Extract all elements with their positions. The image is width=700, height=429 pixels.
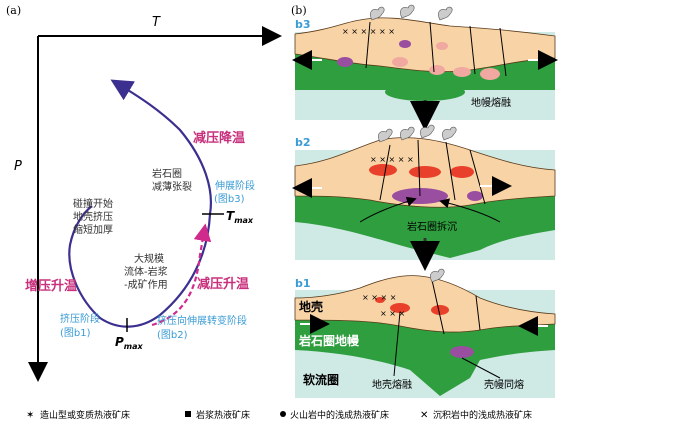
section-b1: × × × × × × × b1 地壳 岩石圈地幔 软流圈 地壳熔融 壳幔同熔 — [294, 268, 556, 398]
panel-a-label: (a) — [6, 4, 21, 17]
b3-plumes — [370, 4, 453, 21]
b2-melt-red-1 — [369, 164, 397, 176]
b2-fault-4 — [469, 149, 486, 205]
b1-tag: b1 — [295, 277, 311, 290]
b2-fault-2 — [417, 139, 421, 197]
fluid-arrow — [151, 223, 212, 327]
label-increase: 增压升温 — [25, 278, 77, 294]
compression-stage-1: 挤压阶段 — [60, 312, 100, 325]
b3-fault-1 — [365, 21, 371, 69]
t-axis-label: T — [152, 15, 161, 30]
b3-fault-3 — [469, 25, 476, 75]
section-b3: × × × × × × b3 地幔熔融 — [292, 4, 558, 131]
collision-line1: 碰撞开始 — [73, 197, 113, 210]
b1-asthenosphere-label: 软流圈 — [303, 372, 339, 387]
fluid-line2: 流体-岩浆 — [124, 265, 168, 278]
fluid-line3: -成矿作用 — [124, 278, 168, 291]
b1-mantle — [295, 320, 555, 396]
label-decomp-cool: 减压降温 — [193, 130, 245, 146]
pt-path-lower — [68, 205, 212, 328]
legend-symbol-3 — [280, 411, 286, 417]
legend-symbol-2 — [185, 411, 191, 417]
p-axis-label: P — [14, 159, 22, 174]
b2-delamination: 岩石圈拆沉 — [407, 220, 457, 233]
legend-item-1: 造山型或变质热液矿床 — [40, 409, 130, 421]
pt-path — [110, 79, 212, 215]
b3-melt-3 — [429, 65, 445, 75]
pmax-label: Pmax — [115, 335, 144, 351]
legend-symbol-4: ✕ — [420, 410, 428, 421]
panel-a: (a) T P 碰撞开始 地壳挤压 缩短加厚 增压升温 挤压阶段 (图b1) P… — [6, 4, 282, 382]
panel-b: (b) × × × × × × — [291, 4, 558, 398]
b2-crosses: × × × × × — [370, 155, 414, 164]
collision-line2: 地壳挤压 — [73, 210, 113, 223]
b3-fault-4 — [499, 27, 507, 77]
fluid-line1: 大规模 — [134, 252, 164, 265]
lithosphere-line2: 减薄张裂 — [152, 180, 192, 193]
section-b2: × × × × × b2 岩石圈拆沉 — [292, 124, 556, 271]
b3-melt-5 — [480, 68, 500, 80]
b2-melt-red-2 — [409, 166, 441, 178]
b2-flow-right — [439, 198, 501, 223]
b2-melt-red-3 — [450, 166, 474, 178]
b1-crust — [294, 275, 556, 333]
b1-melt-red-1 — [390, 303, 410, 313]
legend-item-2: 岩浆热液矿床 — [196, 409, 250, 421]
legend: ✶ 造山型或变质热液矿床 岩浆热液矿床 火山岩中的浅成热液矿床 ✕ 沉积岩中的浅… — [26, 409, 532, 421]
b1-melt-red-2 — [431, 305, 449, 315]
b3-melt-6 — [399, 40, 411, 48]
b1-fault-1 — [431, 279, 445, 335]
b2-fault-1 — [379, 144, 391, 201]
b1-mantle-melt-pointer — [461, 357, 501, 379]
panel-b-label: (b) — [291, 4, 307, 17]
b1-melt-red-3 — [375, 297, 385, 303]
extension-stage-2: (图b3) — [214, 193, 245, 205]
b1-crust-melt-label: 地壳熔融 — [372, 378, 412, 391]
transition-stage-2: (图b2) — [157, 329, 188, 341]
b3-melt-4 — [453, 67, 471, 77]
b1-crust-label: 地壳 — [299, 299, 323, 314]
legend-item-3: 火山岩中的浅成热液矿床 — [290, 409, 389, 421]
b2-fault-3 — [445, 141, 456, 201]
b1-fault-2 — [475, 295, 481, 331]
legend-symbol-1: ✶ — [26, 410, 34, 421]
b3-crosses: × × × × × × — [342, 27, 395, 36]
extension-stage-1: 伸展阶段 — [215, 179, 255, 192]
b2-plumes — [378, 124, 457, 143]
b1-crust-melt-pointer — [393, 311, 401, 377]
b2-melt-purple-2 — [467, 191, 483, 201]
b3-tag: b3 — [295, 18, 311, 31]
b1-mantle-label: 岩石圈地幔 — [298, 333, 360, 348]
b2-mantle — [295, 190, 555, 258]
b1-melt-purple — [450, 346, 474, 358]
b3-mantle-melt: 地幔熔融 — [471, 96, 511, 109]
b3-fault-2 — [429, 21, 435, 73]
b2-flow-left — [359, 196, 417, 223]
compression-stage-2: (图b1) — [60, 327, 91, 339]
label-decomp-heat: 减压升温 — [197, 276, 249, 292]
b3-melt-1 — [337, 57, 353, 67]
tmax-label: Tmax — [226, 209, 254, 225]
collision-line3: 缩短加厚 — [73, 223, 113, 236]
transition-stage-1: 挤压向伸展转变阶段 — [157, 314, 247, 327]
lithosphere-line1: 岩石圈 — [152, 167, 182, 180]
b1-mantle-melt-label: 壳幔同熔 — [484, 378, 524, 391]
b2-tag: b2 — [295, 136, 311, 149]
b1-crosses: × × × × — [362, 293, 396, 302]
b3-melt-2 — [392, 57, 408, 67]
b1-plume — [430, 268, 445, 283]
b1-crosses-2: × × × — [380, 309, 405, 318]
b3-melt-body — [385, 83, 465, 101]
b3-melt-7 — [436, 42, 448, 50]
legend-item-4: 沉积岩中的浅成热液矿床 — [433, 409, 532, 421]
